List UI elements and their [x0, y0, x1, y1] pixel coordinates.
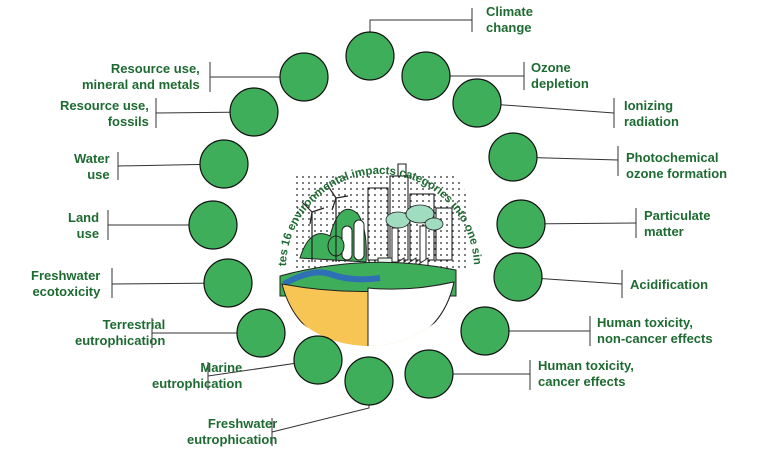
- category-label-resource-use-minerals-metals: Resource use,mineral and metals: [82, 61, 200, 92]
- category-circle-marine-eutrophication: [293, 335, 343, 385]
- category-circle-human-toxicity-cancer: [404, 349, 454, 399]
- category-circle-resource-use-fossils: [229, 87, 279, 137]
- category-label-line: Freshwater: [207, 416, 278, 431]
- category-circle-terrestrial-eutrophication: [236, 308, 286, 358]
- river: [282, 269, 381, 287]
- category-circle-resource-use-minerals-metals: [279, 52, 329, 102]
- category-label-line: depletion: [531, 75, 589, 91]
- category-circle-ionizing-radiation: [452, 78, 502, 128]
- category-label-line: Human toxicity,: [538, 358, 634, 373]
- smoke-clouds: [385, 204, 444, 231]
- category-label-resource-use-fossils: Resource use,fossils: [60, 98, 149, 129]
- category-label-line: eutrophication: [152, 375, 243, 391]
- bowl-right-half: [367, 281, 455, 346]
- category-label-line: ozone formation: [626, 165, 728, 181]
- category-label-line: matter: [644, 223, 684, 239]
- category-label-line: mineral and metals: [82, 76, 200, 92]
- category-label-line: Human toxicity,: [597, 315, 693, 330]
- category-label-line: Ionizing: [624, 98, 674, 113]
- category-circle-freshwater-ecotoxicity: [203, 258, 253, 308]
- category-circle-ozone-depletion: [401, 51, 451, 101]
- trees: [327, 219, 365, 261]
- category-label-human-toxicity-cancer: Human toxicity,cancer effects: [538, 358, 634, 389]
- category-label-line: radiation: [624, 113, 679, 129]
- category-label-line: fossils: [107, 113, 149, 129]
- category-label-line: Acidification: [630, 277, 709, 292]
- category-label-line: Terrestrial: [102, 317, 166, 332]
- category-label-line: eutrophication: [187, 431, 278, 447]
- category-label-line: Resource use,: [110, 61, 200, 76]
- category-label-line: Marine: [200, 360, 243, 375]
- category-label-line: cancer effects: [538, 373, 626, 389]
- category-label-line: Ozone: [531, 60, 571, 75]
- category-label-line: Water: [74, 151, 110, 166]
- category-circle-human-toxicity-non-cancer: [460, 306, 510, 356]
- category-label-line: change: [486, 19, 532, 35]
- category-label-line: Freshwater: [31, 268, 101, 283]
- industry-landscape-illustration: [279, 163, 466, 346]
- category-label-line: Photochemical: [626, 150, 719, 165]
- category-circle-acidification: [493, 252, 543, 302]
- category-circles: [188, 31, 546, 406]
- category-label-line: ecotoxicity: [32, 283, 101, 299]
- category-circle-photochemical-ozone-formation: [488, 132, 538, 182]
- category-label-line: use: [76, 225, 100, 241]
- category-circle-climate-change: [345, 31, 395, 81]
- wind-turbines: [301, 185, 349, 262]
- category-label-line: Resource use,: [60, 98, 149, 113]
- category-circle-land-use: [188, 200, 238, 250]
- category-label-line: Land: [68, 210, 100, 225]
- category-label-acidification: Acidification: [630, 277, 708, 293]
- category-label-line: eutrophication: [75, 332, 166, 348]
- category-label-line: Particulate: [644, 208, 711, 223]
- category-label-human-toxicity-non-cancer: Human toxicity,non-cancer effects: [597, 315, 713, 346]
- category-label-line: Climate: [486, 4, 533, 19]
- category-circle-water-use: [199, 139, 249, 189]
- category-label-line: non-cancer effects: [597, 330, 713, 346]
- category-circle-freshwater-eutrophication: [344, 356, 394, 406]
- category-label-line: use: [87, 166, 110, 182]
- category-circle-particulate-matter: [496, 199, 546, 249]
